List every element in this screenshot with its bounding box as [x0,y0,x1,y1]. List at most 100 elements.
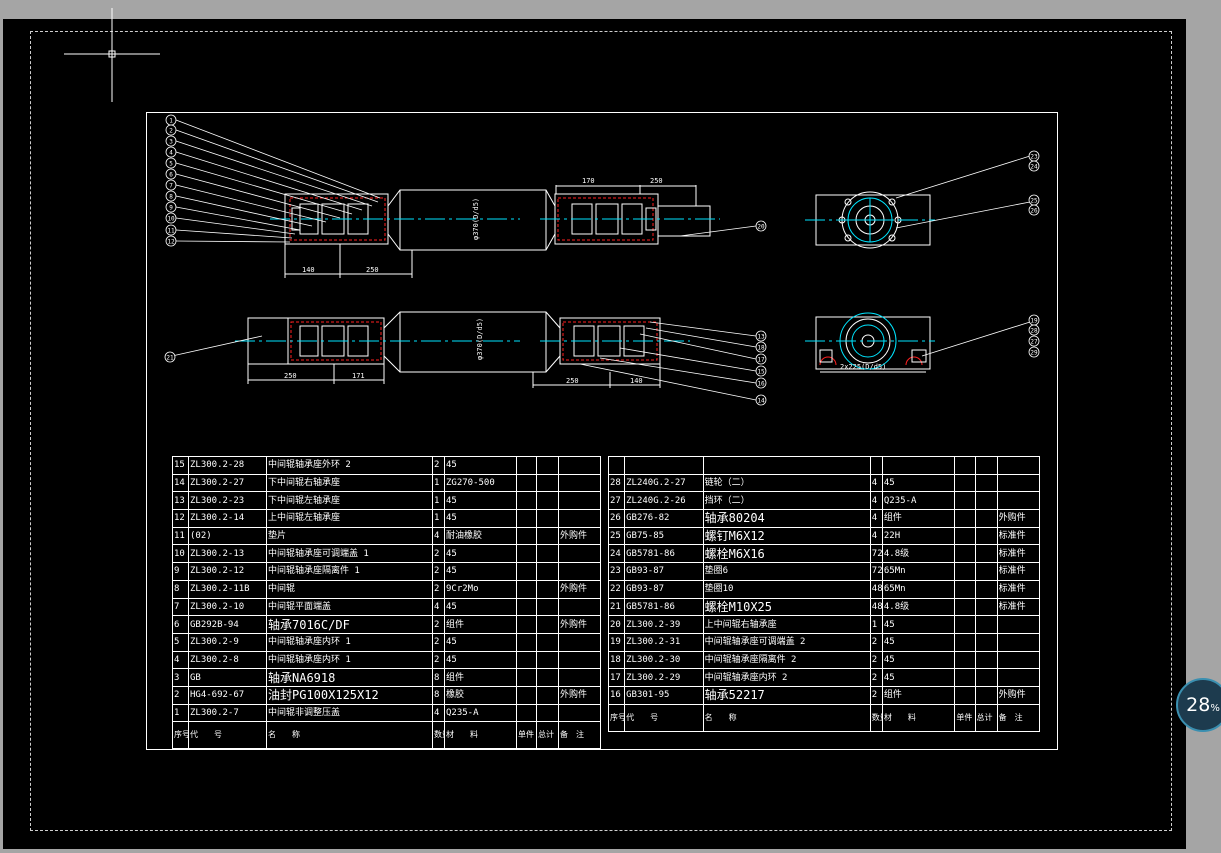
bom-cell-qty: 4 [869,491,883,511]
bom-cell-qty: 2 [869,632,883,652]
bom-cell-note [996,650,1041,670]
bom-cell-code: ZL300.2-28 [188,456,267,475]
sheet-dashed-border [30,31,1172,831]
balloon-label: 13 [757,334,765,341]
bom-cell-name: 中间辊平面端盖 [266,597,433,617]
bom-cell-note: 外购件 [996,685,1041,705]
bom-cell-note [558,562,601,581]
bom-cell-no: 5 [172,632,189,652]
balloon-label: 11 [167,228,175,235]
bom-cell-mat: 45 [444,456,517,475]
bom-cell-w2 [974,685,998,705]
bom-cell-mat: Q235-A [444,703,517,723]
bom-cell-w1 [516,650,537,670]
bom-cell-no: 15 [172,456,189,475]
bom-cell-w1 [954,526,976,546]
bom-header-qty: 数量 [432,721,445,750]
bom-cell-note [558,544,601,564]
bom-cell-w1 [516,668,537,687]
bom-cell-mat: 45 [881,650,956,670]
bom-cell-w1 [954,456,976,475]
bom-cell-no: 26 [607,509,626,528]
bom-cell-no: 16 [607,685,626,705]
part-balloon: 4 [165,146,177,158]
bom-cell-name: 挡环（二） [702,491,871,511]
part-balloon: 19 [1028,314,1040,326]
bom-cell-name: 垫圈6 [702,562,871,581]
bom-cell-code: ZL300.2-13 [188,544,267,564]
top-centerline [270,218,935,221]
bom-cell-note [996,456,1041,475]
bom-cell-w1 [516,579,537,599]
bom-cell-mat: ZG270-500 [444,473,517,493]
bom-cell-w2 [974,509,998,528]
bom-cell-code: ZL300.2-8 [188,650,267,670]
part-balloon: 21 [164,351,176,363]
bom-cell-code: ZL300.2-29 [624,668,704,687]
bom-cell-no: 27 [607,491,626,511]
bom-cell-no: 19 [607,632,626,652]
bom-cell-w2 [536,473,559,493]
bom-cell-note: 标准件 [996,562,1041,581]
balloon-label: 23 [1030,154,1038,161]
bom-cell-w1 [954,473,976,493]
bottom-dimensions [247,364,661,388]
part-balloon: 6 [165,168,177,180]
dim-bottom-right-a: 250 [566,377,579,385]
bom-cell-qty: 72 [869,562,883,581]
bom-cell-no: 22 [607,579,626,599]
bom-cell-qty: 8 [432,668,445,687]
bom-cell-name: 垫片 [266,526,433,546]
bom-header-total_w: 总计 [536,721,559,750]
part-balloon: 17 [755,353,767,365]
bom-cell-qty: 2 [869,650,883,670]
bom-cell-w1 [954,509,976,528]
bom-cell-name: 垫圈10 [702,579,871,599]
balloon-label: 27 [1030,339,1038,346]
bom-cell-no: 20 [607,615,626,634]
bom-cell-code: HG4-692-67 [188,685,267,705]
bom-header-qty: 数量 [869,703,883,732]
bom-cell-w2 [974,579,998,599]
bom-cell-name: 中间辊非调整压盖 [266,703,433,723]
bom-cell-w2 [536,615,559,634]
bom-cell-mat: 45 [444,650,517,670]
bom-cell-mat: 45 [881,473,956,493]
part-balloon: 28 [1028,324,1040,336]
bom-cell-code: ZL300.2-9 [188,632,267,652]
leader-lines [171,119,1031,401]
balloon-label: 7 [169,183,173,190]
bom-cell-code: (02) [188,526,267,546]
bom-cell-qty: 4 [432,526,445,546]
crosshair-cursor-icon [64,8,160,102]
bom-cell-code: GB5781-86 [624,544,704,564]
bom-cell-w2 [974,526,998,546]
bom-cell-qty: 2 [432,456,445,475]
bom-cell-w2 [536,597,559,617]
bom-cell-name: 螺钉M6X12 [702,526,871,546]
bom-cell-no: 1 [172,703,189,723]
drawing-frame [146,112,1058,750]
balloon-label: 10 [167,216,175,223]
bom-cell-code: ZL300.2-23 [188,491,267,511]
zoom-value: 28 [1186,694,1211,716]
bom-cell-name: 轴承80204 [702,509,871,528]
bom-cell-note [996,615,1041,634]
bom-cell-w1 [954,668,976,687]
balloon-label: 8 [169,194,173,201]
bom-header-mat: 材 料 [881,703,956,732]
bom-cell-name: 中间辊轴承座内环 1 [266,650,433,670]
bom-cell-mat: 45 [444,562,517,581]
bom-cell-mat: 9Cr2Mo [444,579,517,599]
bom-cell-w1 [516,456,537,475]
bom-header-note: 备 注 [996,703,1041,732]
zoom-level-badge[interactable]: 28% [1176,678,1221,732]
